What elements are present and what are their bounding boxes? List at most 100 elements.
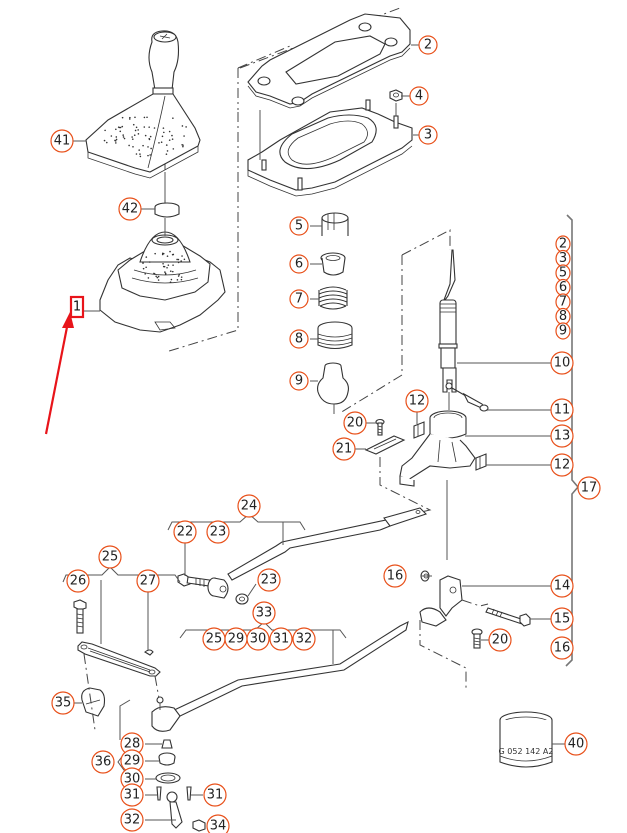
callout-16[interactable]: 16	[383, 564, 407, 588]
callout-6[interactable]: 6	[289, 254, 309, 274]
callout-16[interactable]: 16	[550, 636, 574, 660]
callout-circle	[246, 627, 270, 651]
texture-dot	[163, 265, 166, 268]
stack-callout-6[interactable]: 6	[555, 278, 571, 297]
callout-25[interactable]: 25	[202, 627, 226, 651]
texture-dot	[157, 279, 160, 281]
callout-34[interactable]: 34	[206, 814, 230, 833]
texture-dot	[122, 134, 124, 136]
callout-15[interactable]: 15	[550, 607, 574, 631]
callout-33[interactable]: 33	[252, 601, 276, 625]
texture-dot	[180, 278, 183, 281]
callout-number: 32	[124, 813, 141, 828]
callout-circle	[577, 476, 601, 500]
callout-21[interactable]: 21	[332, 437, 356, 461]
texture-dot	[176, 279, 179, 281]
texture-dot	[121, 116, 124, 119]
callout-circle	[332, 437, 356, 461]
callout-13[interactable]: 13	[550, 424, 574, 448]
callout-3[interactable]: 3	[418, 125, 438, 145]
callout-number: 42	[122, 202, 139, 217]
callout-23[interactable]: 23	[257, 568, 281, 592]
stack-callout-5[interactable]: 5	[555, 264, 571, 282]
callout-25[interactable]: 25	[98, 545, 122, 569]
callout-number: 25	[102, 550, 119, 565]
callout-4[interactable]: 4	[409, 86, 429, 106]
callout-32[interactable]: 32	[292, 627, 316, 651]
stack-callout-8[interactable]: 8	[555, 307, 571, 326]
callout-number: 7	[295, 292, 303, 307]
callout-30[interactable]: 30	[246, 627, 270, 651]
texture-dot	[115, 138, 118, 141]
callout-23[interactable]: 23	[206, 520, 230, 544]
callout-20[interactable]: 20	[343, 411, 367, 435]
texture-dot	[176, 258, 178, 261]
pin-11	[451, 387, 489, 412]
texture-dot	[177, 258, 180, 261]
texture-dot	[115, 142, 117, 144]
callout-26[interactable]: 26	[66, 569, 90, 593]
callout-40[interactable]: 40	[564, 732, 588, 756]
callout-circle	[252, 601, 276, 625]
callout-22[interactable]: 22	[173, 520, 197, 544]
assembly-outline-lever	[339, 229, 451, 414]
callout-circle	[550, 574, 574, 598]
callout-14[interactable]: 14	[550, 574, 574, 598]
stack-callout-3[interactable]: 3	[555, 249, 571, 268]
callout-42[interactable]: 42	[118, 197, 142, 221]
callout-11[interactable]: 11	[550, 398, 574, 422]
bushing-rod-end	[207, 577, 229, 599]
texture-dot	[121, 125, 124, 128]
texture-dot	[155, 275, 157, 278]
texture-dot	[110, 135, 113, 137]
callout-30[interactable]: 30	[120, 767, 144, 791]
callout-29[interactable]: 29	[224, 627, 248, 651]
callout-number: 13	[554, 429, 571, 444]
callout-number: 35	[55, 696, 72, 711]
callout-36[interactable]: 36	[91, 750, 115, 774]
callout-31[interactable]: 31	[120, 783, 144, 807]
callout-31[interactable]: 31	[203, 783, 227, 807]
texture-dot	[147, 277, 150, 279]
callout-circle	[51, 691, 75, 715]
gasket-plate-2	[247, 13, 411, 109]
callout-number: 29	[228, 632, 245, 647]
bolt-22	[177, 573, 211, 587]
callout-number: 17	[581, 481, 598, 496]
sleeve-marking: G 052 142 A2	[499, 747, 554, 756]
callout-12[interactable]: 12	[405, 389, 429, 413]
callout-24[interactable]: 24	[237, 494, 261, 518]
callout-7[interactable]: 7	[289, 289, 309, 309]
callout-number: 5	[295, 219, 303, 234]
texture-dot	[161, 135, 164, 138]
stack-callout-7[interactable]: 7	[555, 293, 571, 311]
callout-35[interactable]: 35	[51, 691, 75, 715]
callout-29[interactable]: 29	[120, 749, 144, 773]
callout-17[interactable]: 17	[577, 476, 601, 500]
texture-dot	[154, 252, 156, 255]
callout-20[interactable]: 20	[488, 628, 512, 652]
callout-circle	[555, 322, 571, 340]
callout-10[interactable]: 10	[550, 351, 574, 375]
callout-31[interactable]: 31	[269, 627, 293, 651]
texture-dot	[182, 144, 184, 146]
stack-callout-2[interactable]: 2	[555, 235, 571, 253]
callout-number: 12	[554, 458, 571, 473]
callout-41[interactable]: 41	[50, 129, 74, 153]
stack-callout-9[interactable]: 9	[555, 322, 571, 340]
callout-32[interactable]: 32	[120, 808, 144, 832]
highlight-part-1[interactable]: 1	[69, 295, 85, 319]
texture-dot	[182, 145, 184, 148]
boot-texture-dots	[103, 116, 187, 158]
callout-5[interactable]: 5	[289, 216, 309, 236]
callout-27[interactable]: 27	[136, 569, 160, 593]
callout-number: 8	[295, 332, 303, 347]
base-outline	[119, 699, 131, 740]
callout-number: 30	[250, 632, 267, 647]
callout-number: 14	[554, 579, 571, 594]
callout-8[interactable]: 8	[289, 329, 309, 349]
callout-9[interactable]: 9	[289, 371, 309, 391]
texture-dot	[178, 273, 181, 276]
callout-2[interactable]: 2	[418, 35, 438, 55]
callout-12[interactable]: 12	[550, 453, 574, 477]
